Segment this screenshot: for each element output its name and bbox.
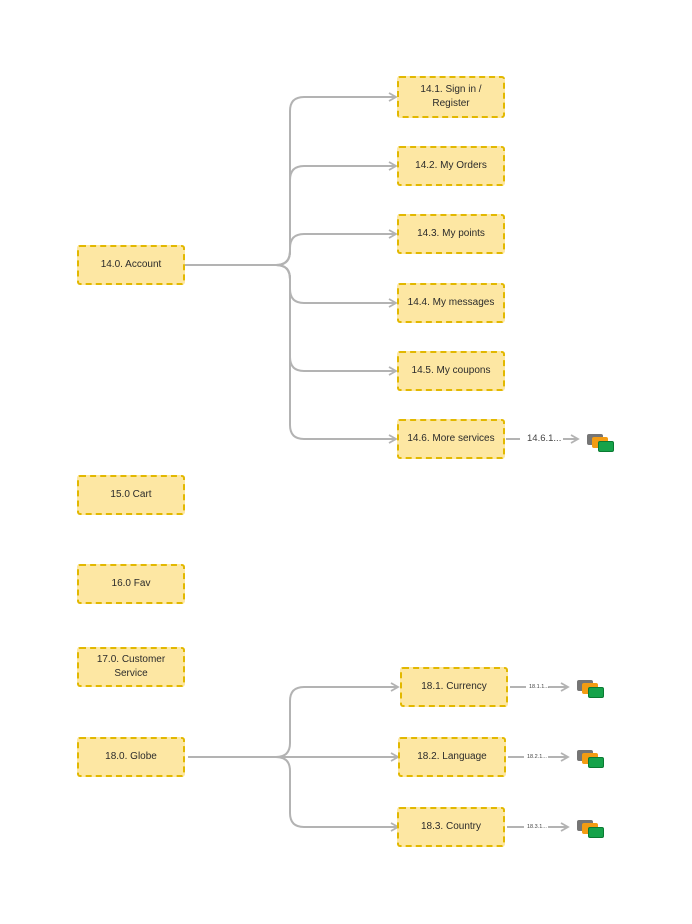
node-language[interactable]: 18.2. Language xyxy=(398,737,506,777)
node-my-coupons[interactable]: 14.5. My coupons xyxy=(397,351,505,391)
edge-globe-country xyxy=(188,756,400,832)
node-my-points[interactable]: 14.3. My points xyxy=(397,214,505,254)
edge-account-points xyxy=(185,229,398,266)
node-more-services[interactable]: 14.6. More services xyxy=(397,419,505,459)
stack-icon[interactable] xyxy=(577,750,607,770)
node-sign-in[interactable]: 14.1. Sign in / Register xyxy=(397,76,505,118)
edge-label-more-services: 14.6.1... xyxy=(527,433,562,444)
edge-label-currency: 18.1.1... xyxy=(529,684,549,690)
edge-globe-currency xyxy=(188,682,400,758)
stack-icon[interactable] xyxy=(577,680,607,700)
edge-label-language: 18.2.1... xyxy=(527,754,547,760)
node-country[interactable]: 18.3. Country xyxy=(397,807,505,847)
node-my-messages[interactable]: 14.4. My messages xyxy=(397,283,505,323)
node-fav[interactable]: 16.0 Fav xyxy=(77,564,185,604)
node-cart[interactable]: 15.0 Cart xyxy=(77,475,185,515)
edge-label-country: 18.3.1... xyxy=(527,824,547,830)
stack-icon[interactable] xyxy=(577,820,607,840)
node-globe[interactable]: 18.0. Globe xyxy=(77,737,185,777)
node-customer-service[interactable]: 17.0. Customer Service xyxy=(77,647,185,687)
edge-account-moreservices xyxy=(185,264,398,444)
node-currency[interactable]: 18.1. Currency xyxy=(400,667,508,707)
stack-icon[interactable] xyxy=(587,434,617,454)
node-my-orders[interactable]: 14.2. My Orders xyxy=(397,146,505,186)
node-account[interactable]: 14.0. Account xyxy=(77,245,185,285)
